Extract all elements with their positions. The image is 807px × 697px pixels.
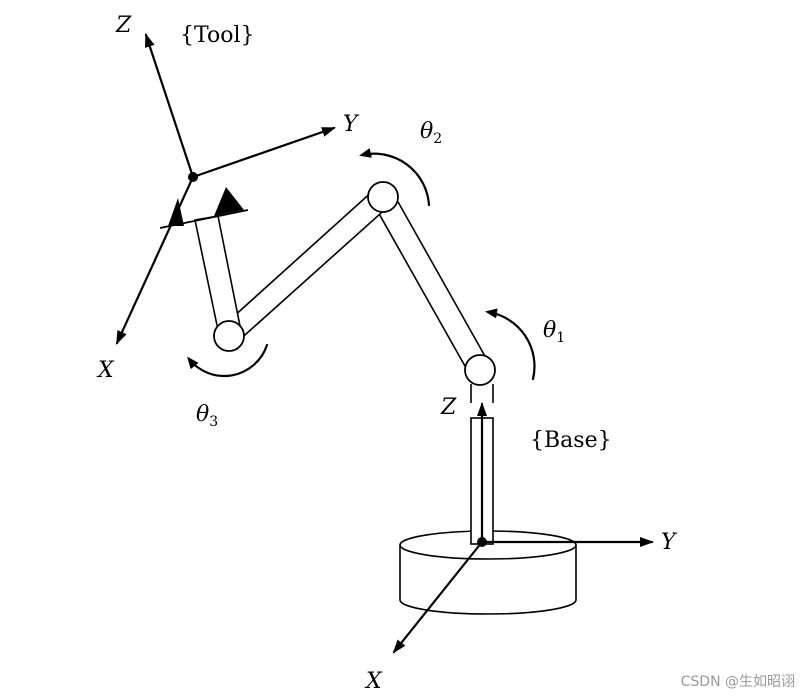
tool-z-label: Z <box>115 13 132 38</box>
tool-frame-label: {Tool} <box>180 23 255 48</box>
base-frame-label: {Base} <box>530 428 612 453</box>
joint-3 <box>213 320 245 352</box>
joint-2 <box>367 181 399 213</box>
base-y-label: Y <box>661 530 678 555</box>
joint-1 <box>464 354 496 386</box>
tool-x-axis <box>115 175 195 345</box>
theta3-rotation-arrow <box>187 343 269 378</box>
theta3-label: θ3 <box>196 402 218 430</box>
arm-link-3 <box>194 215 241 331</box>
base-x-label: X <box>364 669 383 694</box>
base-x-axis <box>392 540 484 654</box>
theta2-rotation-arrow <box>359 148 431 207</box>
arm-link-1 <box>371 191 492 377</box>
tool-x-label: X <box>96 358 115 383</box>
tool-frame-axes <box>115 33 336 345</box>
watermark: CSDN @生如昭诩 <box>681 674 795 690</box>
theta1-rotation-arrow <box>485 308 536 381</box>
tool-y-axis <box>191 126 336 179</box>
tool-z-axis <box>144 33 195 179</box>
base-frame-axes <box>392 537 654 654</box>
theta1-label: θ1 <box>543 318 565 346</box>
base-link <box>470 384 494 545</box>
base-z-label: Z <box>440 395 457 420</box>
theta2-label: θ2 <box>420 119 442 147</box>
arm-link-2 <box>220 187 392 345</box>
tool-y-label: Y <box>343 112 360 137</box>
